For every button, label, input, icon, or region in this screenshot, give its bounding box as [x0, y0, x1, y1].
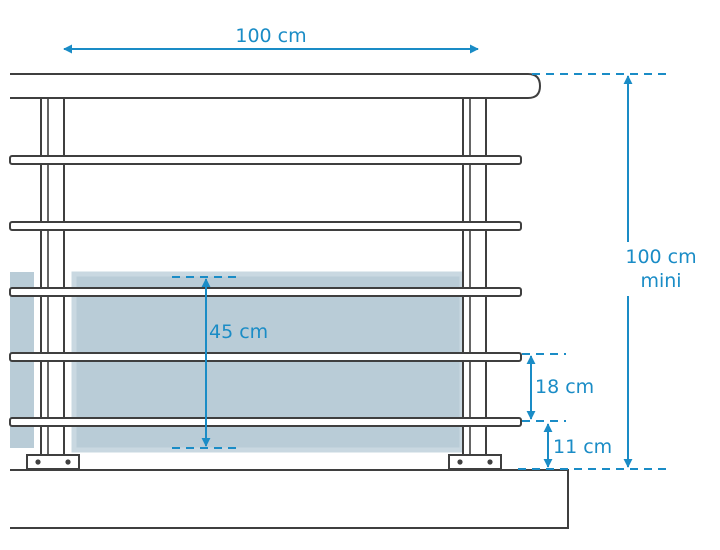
handrail — [10, 73, 542, 99]
rail-spacing-label: 18 cm — [535, 376, 594, 398]
base-plate-left — [26, 454, 80, 470]
rail-1 — [9, 155, 522, 165]
base-plates — [26, 454, 502, 470]
rail-3 — [9, 287, 522, 297]
base-plate-right — [448, 454, 502, 470]
horizontal-rails — [9, 155, 522, 427]
rail-2 — [9, 221, 522, 231]
post-right — [462, 97, 487, 459]
height-label-line2: mini — [640, 270, 681, 292]
glass-dimension: 45 cm — [172, 276, 268, 449]
rail-5 — [9, 417, 522, 427]
bottom-gap-label: 11 cm — [553, 436, 612, 458]
width-dimension: 100 cm — [63, 25, 479, 54]
height-label-line1: 100 cm — [625, 246, 696, 268]
rail-spacing-dimension: 18 cm — [522, 353, 594, 422]
ground-slab — [10, 469, 569, 529]
rail-4 — [9, 352, 522, 362]
width-label: 100 cm — [235, 25, 306, 47]
height-dimension: 100 cm mini — [518, 73, 697, 470]
glass-label: 45 cm — [209, 321, 268, 343]
bottom-gap-dimension: 11 cm — [543, 423, 612, 468]
post-left — [40, 97, 65, 459]
